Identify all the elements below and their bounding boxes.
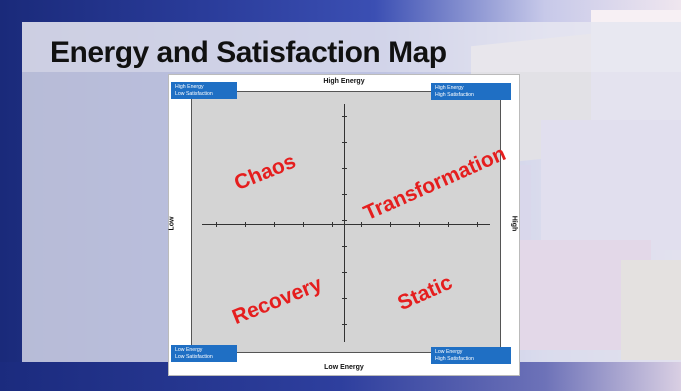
corner-label-bottom-right: Low Energy High Satisfaction — [431, 347, 511, 364]
axis-tick — [342, 246, 347, 247]
corner-line: High Satisfaction — [435, 355, 474, 362]
quadrant-plot-area: Chaos Transformation Recovery Static — [191, 91, 509, 353]
title-band — [22, 22, 681, 72]
axis-tick — [361, 222, 362, 227]
axis-tick — [390, 222, 391, 227]
vertical-axis — [344, 104, 345, 342]
axis-tick — [448, 222, 449, 227]
axis-tick — [216, 222, 217, 227]
axis-label-left: Low — [168, 216, 176, 231]
axis-tick — [332, 222, 333, 227]
quadrant-recovery: Recovery — [229, 272, 326, 330]
corner-line: Low Satisfaction — [175, 90, 213, 97]
quadrant-chaos: Chaos — [231, 149, 300, 196]
corner-line: High Energy — [175, 84, 204, 90]
axis-tick — [342, 194, 347, 195]
axis-tick — [342, 168, 347, 169]
corner-line: Low Satisfaction — [175, 353, 213, 360]
axis-tick — [342, 220, 347, 221]
axis-label-right: High — [510, 215, 518, 232]
energy-satisfaction-diagram: High Energy Low Energy Low High Chaos Tr… — [168, 74, 520, 376]
corner-label-top-left: High Energy Low Satisfaction — [171, 82, 237, 99]
axis-tick — [342, 324, 347, 325]
axis-tick — [342, 116, 347, 117]
axis-tick — [477, 222, 478, 227]
axis-tick — [303, 222, 304, 227]
axis-label-top: High Energy — [323, 78, 365, 85]
corner-label-top-right: High Energy High Satisfaction — [431, 83, 511, 100]
axis-tick — [342, 272, 347, 273]
corner-line: High Satisfaction — [435, 91, 474, 98]
quadrant-static: Static — [394, 270, 456, 316]
axis-tick — [274, 222, 275, 227]
corner-label-bottom-left: Low Energy Low Satisfaction — [171, 345, 237, 362]
corner-line: Low Energy — [175, 347, 203, 353]
axis-tick — [342, 142, 347, 143]
slide-title: Energy and Satisfaction Map — [50, 36, 447, 69]
axis-tick — [245, 222, 246, 227]
corner-line: Low Energy — [435, 349, 463, 355]
quadrant-transformation: Transformation — [360, 141, 510, 226]
axis-tick — [419, 222, 420, 227]
axis-tick — [342, 298, 347, 299]
corner-line: High Energy — [435, 85, 464, 91]
horizontal-axis — [202, 224, 490, 225]
axis-label-bottom: Low Energy — [324, 364, 364, 371]
